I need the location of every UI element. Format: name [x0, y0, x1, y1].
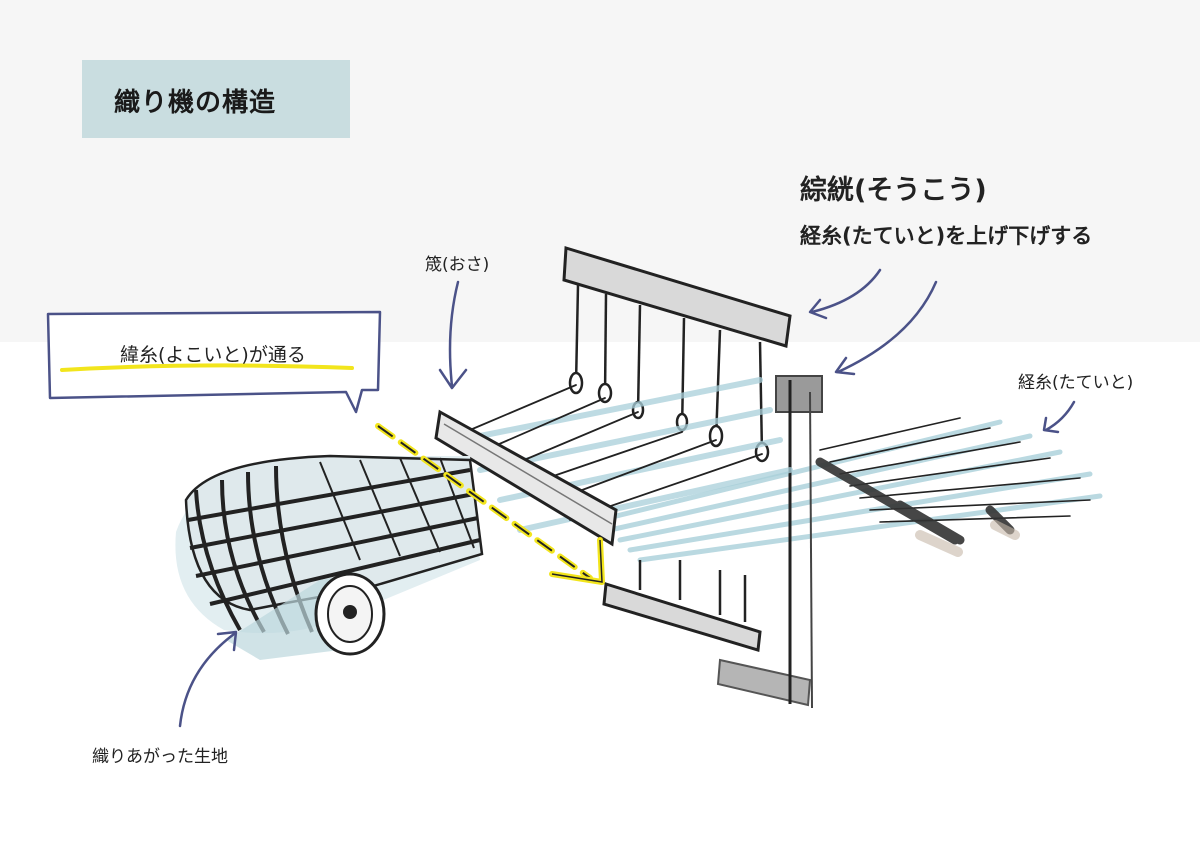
cloth-pointer-arrowhead [216, 630, 238, 652]
heddle-frame [562, 246, 823, 709]
heddle-pointer-arrow-2 [836, 280, 938, 374]
title-box: 織り機の構造 [82, 60, 350, 138]
heddle-side-block [775, 375, 823, 413]
weft-callout-bubble [46, 310, 382, 414]
reed-label: 筬(おさ) [425, 255, 490, 275]
weft-highlight-underline [60, 363, 354, 372]
heddle-description: 経糸(たていと)を上げ下げする [800, 224, 1093, 248]
heddle-pointer-arrowhead-1 [808, 298, 828, 320]
heddle-pointer-arrowhead-2 [834, 356, 856, 376]
cloth-roller [226, 572, 386, 660]
weft-path-arrow [375, 423, 605, 585]
reed-bar [434, 409, 618, 547]
heddle-pointer-arrow-1 [810, 268, 882, 314]
warp-pointer-arrow [1044, 400, 1076, 432]
weft-label: 緯糸(よこいと)が通る [120, 344, 306, 366]
woven-cloth [175, 454, 484, 660]
reed-pointer-arrowhead [438, 368, 468, 390]
pointer-arrows [178, 268, 1076, 728]
cloth-pointer-arrow [178, 632, 236, 728]
cloth-label: 織りあがった生地 [92, 747, 228, 767]
page-title: 織り機の構造 [114, 88, 277, 118]
reed-pointer-arrow [448, 280, 460, 388]
heddle-label: 綜絖(そうこう) [800, 175, 987, 206]
warp-threads-right [597, 417, 1103, 563]
warp-pointer-arrowhead [1042, 416, 1060, 434]
warp-label: 経糸(たていと) [1018, 373, 1134, 393]
